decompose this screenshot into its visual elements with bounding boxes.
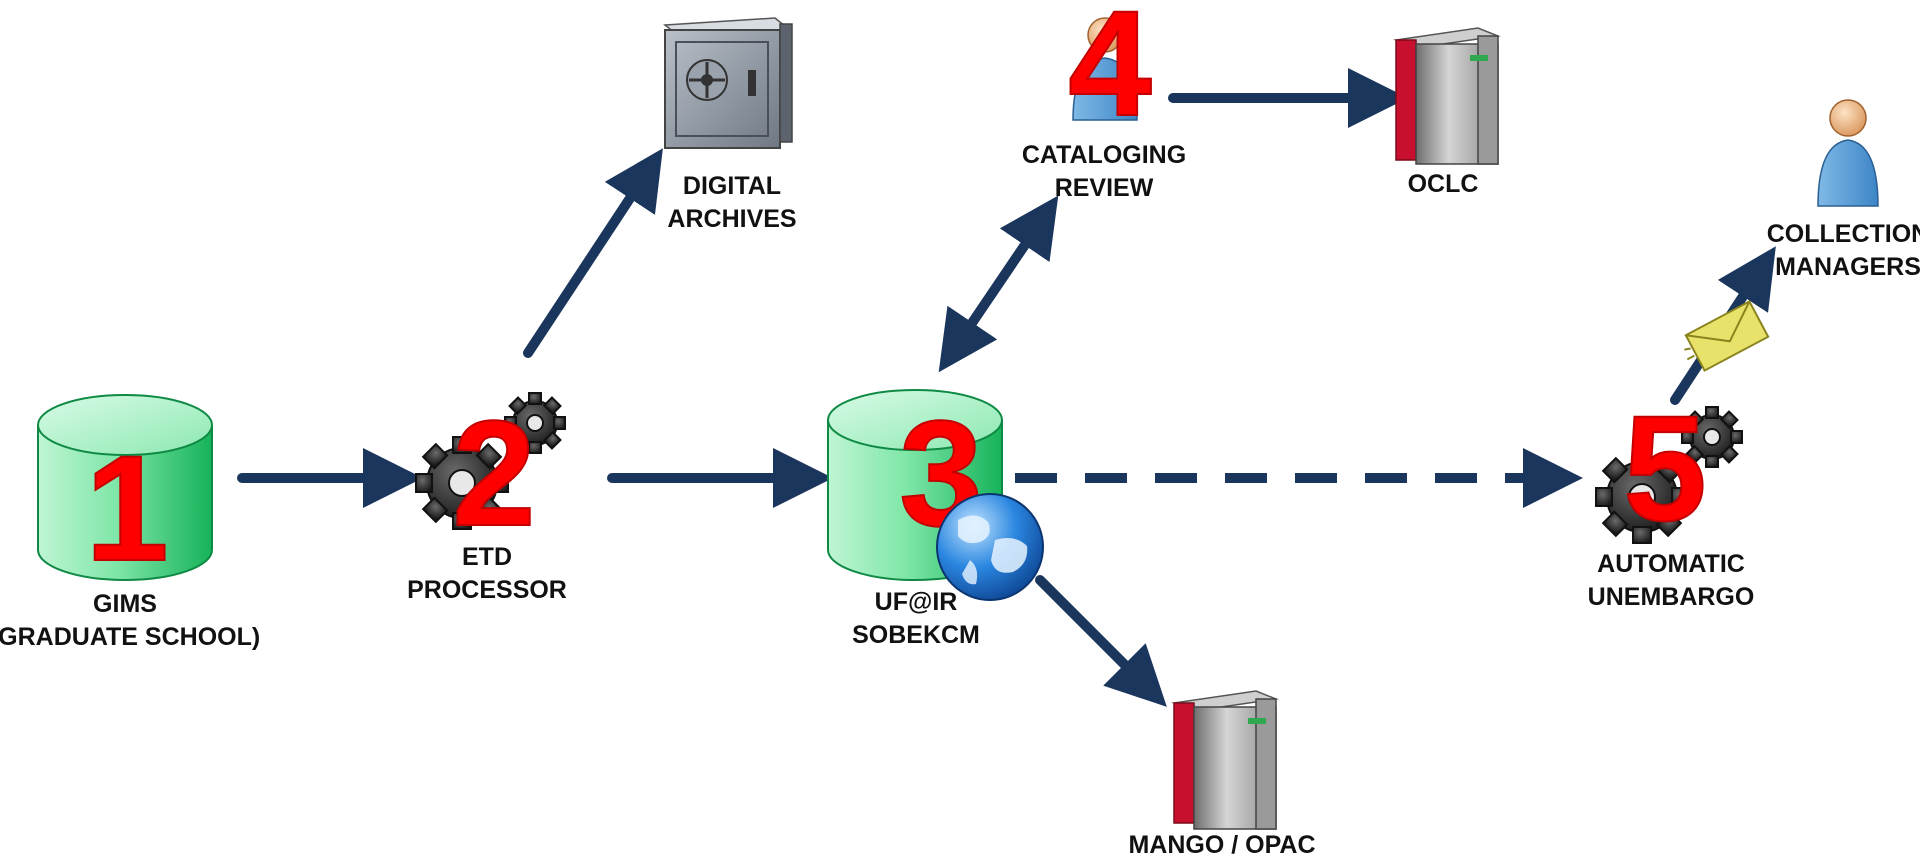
- safe-icon: [663, 17, 793, 149]
- node-label-line1: UF@IR: [875, 588, 958, 616]
- node-ufir: 3 UF@IR SOBEKCM: [827, 388, 1044, 649]
- node-label-line2: SOBEKCM: [852, 621, 980, 649]
- node-gims: 1 GIMS (GRADUATE SCHOOL): [0, 394, 260, 651]
- node-label-line1: AUTOMATIC: [1597, 550, 1745, 578]
- node-oclc: OCLC: [1393, 27, 1501, 198]
- person-icon: [1072, 17, 1138, 121]
- person-icon: [1817, 99, 1879, 207]
- arrow-etd-to-archives: [523, 148, 663, 358]
- envelope-icon: [1684, 300, 1770, 372]
- gears-icon: [415, 392, 566, 530]
- node-label-line1: GIMS: [93, 590, 157, 618]
- node-label-line2: MANAGERS: [1775, 253, 1920, 281]
- arrows: [237, 68, 1776, 707]
- gears-icon: [1595, 406, 1743, 544]
- database-icon: [37, 394, 213, 581]
- node-cataloging-review: 4 CATALOGING REVIEW: [1022, 0, 1186, 202]
- node-label-line2: ARCHIVES: [667, 205, 796, 233]
- node-label-line1: ETD: [462, 543, 512, 571]
- node-collection-managers: COLLECTION MANAGERS: [1767, 99, 1920, 281]
- step-number: 2: [452, 389, 535, 557]
- step-number: 4: [1068, 0, 1151, 147]
- node-etd-processor: 2 ETD PROCESSOR: [407, 388, 567, 604]
- node-label-line2: (GRADUATE SCHOOL): [0, 623, 260, 651]
- server-icon: [1171, 690, 1279, 830]
- node-label-line2: REVIEW: [1055, 174, 1154, 202]
- node-label-line1: MANGO / OPAC: [1128, 831, 1315, 857]
- arrow-globe-to-mango: [1035, 575, 1167, 707]
- server-icon: [1393, 27, 1501, 165]
- globe-icon: [936, 493, 1044, 601]
- step-number: 5: [1623, 384, 1706, 552]
- node-label-line1: DIGITAL: [683, 172, 781, 200]
- arrow-ufir-cataloging-bidirectional: [938, 195, 1059, 373]
- node-label-line1: OCLC: [1408, 170, 1479, 198]
- node-digital-archives: DIGITAL ARCHIVES: [663, 17, 797, 233]
- node-automatic-unembargo: 5 AUTOMATIC UNEMBARGO: [1588, 300, 1770, 611]
- node-mango-opac: MANGO / OPAC: [1128, 690, 1316, 857]
- node-label-line1: CATALOGING: [1022, 141, 1186, 169]
- step-number: 1: [85, 424, 168, 592]
- node-label-line1: COLLECTION: [1767, 220, 1920, 248]
- node-label-line2: PROCESSOR: [407, 576, 567, 604]
- node-label-line2: UNEMBARGO: [1588, 583, 1755, 611]
